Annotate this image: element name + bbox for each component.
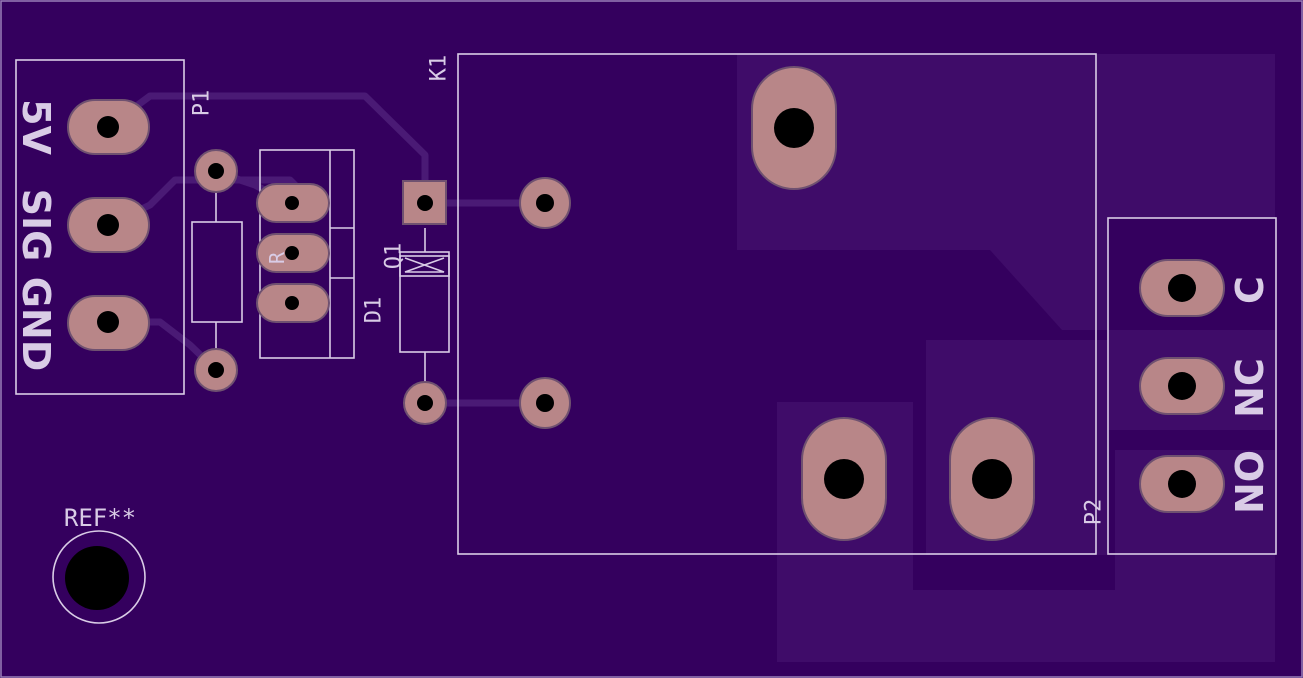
drill-k1-com [774, 108, 814, 148]
drill-q1-1 [285, 196, 299, 210]
label-sig: SIG [14, 189, 58, 262]
drill-p2-nc [1168, 372, 1196, 400]
drill-k1-nc [972, 459, 1012, 499]
ref-p2: P2 [1082, 499, 1107, 526]
label-no: NO [1228, 450, 1272, 514]
drill-p1-2 [97, 214, 119, 236]
d1-band-outline [399, 255, 450, 277]
d1-pad-square [402, 180, 447, 225]
ref-d1: D1 [362, 297, 387, 324]
drill-k1-coil-1 [536, 194, 554, 212]
mount-hole-outline [52, 530, 146, 624]
drill-p2-no [1168, 470, 1196, 498]
drill-k1-no [824, 459, 864, 499]
label-gnd: GND [14, 277, 58, 372]
label-c: C [1228, 276, 1272, 304]
drill-p1-1 [97, 116, 119, 138]
k1-relay-outline [457, 53, 1097, 555]
ref-k1: K1 [427, 55, 452, 82]
drill-d1-1 [417, 195, 433, 211]
ref-q1: Q1 [382, 243, 407, 270]
copper-zone-top [737, 54, 1275, 330]
resistor-body-outline [191, 221, 243, 323]
drill-q1-3 [285, 296, 299, 310]
label-5v: 5V [14, 99, 58, 155]
p1-connector-outline [15, 59, 185, 395]
drill-r-1 [208, 163, 224, 179]
mount-hole-drill [65, 546, 129, 610]
label-nc: NC [1228, 358, 1272, 418]
drill-r-2 [208, 362, 224, 378]
silkscreen-outlines [15, 53, 1277, 624]
drill-p1-3 [97, 311, 119, 333]
drill-holes [65, 108, 1196, 610]
ref-r: R [265, 251, 289, 264]
pads [67, 66, 1225, 541]
drill-q1-2 [285, 246, 299, 260]
silkscreen-labels: 5V SIG GND C NC NO P1 P2 K1 Q1 D1 R REF*… [14, 55, 1272, 532]
d1-cathode-mark [404, 257, 445, 273]
drill-d1-2 [417, 395, 433, 411]
drill-k1-coil-2 [536, 394, 554, 412]
ref-p1: P1 [190, 90, 215, 117]
drill-p2-c [1168, 274, 1196, 302]
p2-connector-outline [1107, 217, 1277, 555]
ref-mount: REF** [64, 504, 136, 532]
